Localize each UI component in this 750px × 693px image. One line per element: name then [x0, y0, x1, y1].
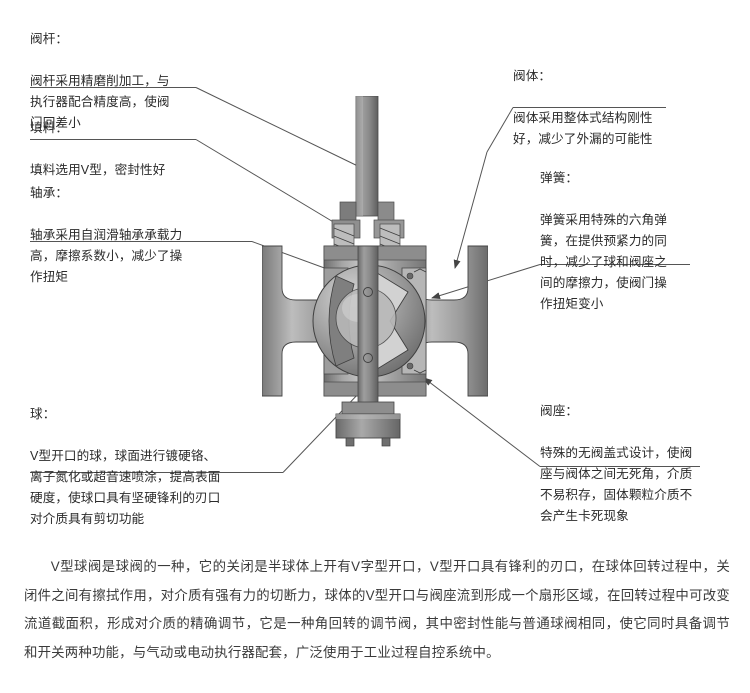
leader-valve-body-seg [486, 107, 514, 153]
callout-bearing: 轴承： 轴承采用自润滑轴承承载力 高，摩擦系数小，减少了操 作扭矩 [30, 162, 255, 309]
callout-packing: 填料： 填料选用V型，密封性好 [30, 97, 220, 202]
callout-spring: 弹簧： 弹簧采用特殊的六角弹 簧，在提供预紧力的同 时，减少了球和阀座之 间的摩… [540, 147, 705, 336]
callout-title-valve-seat: 阀座： [540, 404, 579, 418]
callout-ball: 球： V型开口的球，球面进行镀硬铬、 离子氮化或超音速喷涂，提高表面 硬度，使球… [30, 383, 288, 551]
callout-title-ball: 球： [30, 407, 56, 421]
spring-part [413, 268, 427, 374]
callout-body-valve-seat: 特殊的无阀盖式设计，使阀 座与阀体之间无死角，介质 不易积存，固体颗粒介质不 会… [540, 446, 693, 523]
valve-cutaway-illustration [262, 96, 488, 447]
callout-valve-body: 阀体： 阀体采用整体式结构刚性 好，减少了外漏的可能性 [513, 45, 713, 171]
callout-title-bearing: 轴承： [30, 186, 69, 200]
callout-title-spring: 弹簧： [540, 171, 579, 185]
callout-body-packing: 填料选用V型，密封性好 [30, 163, 166, 177]
callout-title-packing: 填料： [30, 121, 69, 135]
description-paragraph: V型球阀是球阀的一种，它的关闭是半球体上开有V字型开口，V型开口具有锋利的刃口，… [24, 559, 730, 660]
callout-body-ball: V型开口的球，球面进行镀硬铬、 离子氮化或超音速喷涂，提高表面 硬度，使球口具有… [30, 449, 221, 526]
callout-valve-seat: 阀座： 特殊的无阀盖式设计，使阀 座与阀体之间无死角，介质 不易积存，固体颗粒介… [540, 380, 740, 548]
bottom-bonnet [335, 401, 401, 447]
callout-body-spring: 弹簧采用特殊的六角弹 簧，在提供预紧力的同 时，减少了球和阀座之 间的摩擦力，使… [540, 213, 667, 311]
callout-title-valve-body: 阀体： [513, 69, 552, 83]
lower-stem [357, 245, 379, 422]
callout-valve-stem: 阀杆： 阀杆采用精磨削加工，与 执行器配合精度高，使阀 门回差小 [30, 8, 210, 155]
callout-body-valve-body: 阀体采用整体式结构刚性 好，减少了外漏的可能性 [513, 111, 653, 146]
callout-title-valve-stem: 阀杆： [30, 32, 69, 46]
valve-stem-part [355, 96, 379, 217]
callout-body-bearing: 轴承采用自润滑轴承承载力 高，摩擦系数小，减少了操 作扭矩 [30, 228, 183, 284]
callout-body-valve-stem: 阀杆采用精磨削加工，与 执行器配合精度高，使阀 门回差小 [30, 74, 170, 130]
